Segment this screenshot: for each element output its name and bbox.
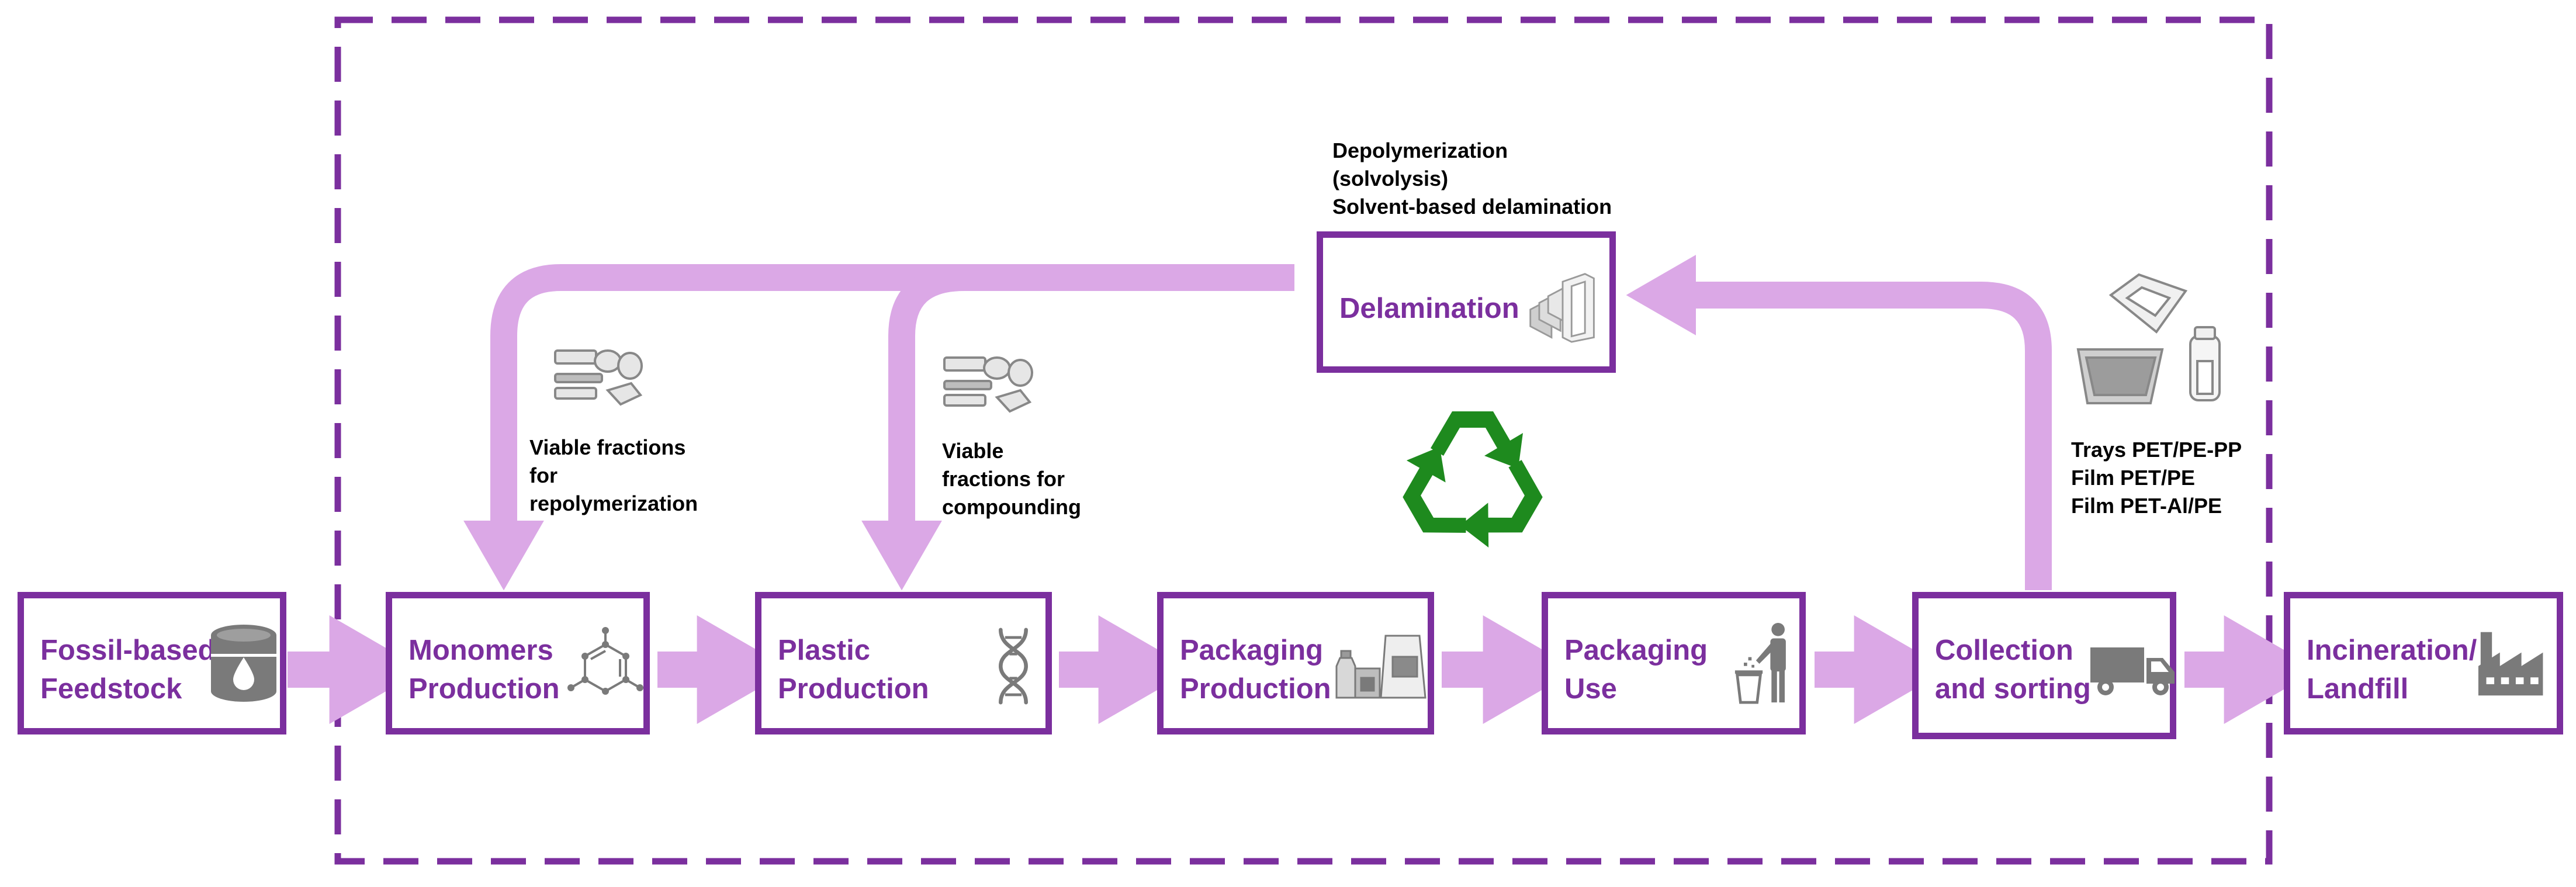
arrow-collection-to-delamination [1626,255,2052,590]
recycling-loop-arrows [463,255,2052,591]
truck-icon [2090,647,2175,695]
box-label-delamination: Delamination [1339,293,1519,324]
molecule-icon [567,627,643,695]
person-trash-icon [1734,622,1786,704]
packaging-samples-icon [2076,273,2221,404]
box-packaging-production: Packaging Production [1157,592,1434,734]
box-packaging-use: Packaging Use [1542,592,1806,734]
packages-icon [1335,635,1427,699]
box-label-fossil-based-feedstock: Fossil-based Feedstock [40,635,216,705]
note-delamination-process: Depolymerization (solvolysis) Solvent-ba… [1332,138,1612,219]
compounding-fractions-sketch-icon [943,356,1033,413]
arrow-branch-to-plastic [861,264,965,591]
note-repolymerization: Viable fractions for repolymerization [529,435,698,515]
system-boundary-dashed-border [334,16,2273,865]
layers-icon [1529,273,1595,343]
box-collection-and-sorting: Collection and sorting [1912,592,2176,739]
note-packaging-types: Trays PET/PE-PP Film PET/PE Film PET-Al/… [2071,438,2242,518]
viable-fractions-sketch-icon [554,349,643,406]
oil-barrel-icon [211,625,276,702]
recycle-symbol-icon [1403,411,1543,548]
box-label-packaging-production: Packaging Production [1180,635,1331,705]
box-label-collection-and-sorting: Collection and sorting [1935,635,2091,705]
box-fossil-based-feedstock: Fossil-based Feedstock [18,592,286,734]
box-monomers-production: Monomers Production [386,592,650,734]
box-delamination: Delamination [1317,231,1616,373]
box-plastic-production: Plastic Production [755,592,1052,734]
box-label-plastic-production: Plastic Production [778,635,929,705]
box-label-monomers-production: Monomers Production [408,635,560,705]
factory-icon [2478,632,2543,696]
dna-icon [999,628,1028,705]
box-label-incineration-landfill: Incineration/ Landfill [2307,635,2477,705]
box-label-packaging-use: Packaging Use [1564,635,1708,705]
arrow-delamination-to-monomers [463,264,1294,591]
box-incineration-landfill: Incineration/ Landfill [2284,592,2563,734]
note-compounding: Viable fractions for compounding [942,439,1081,519]
